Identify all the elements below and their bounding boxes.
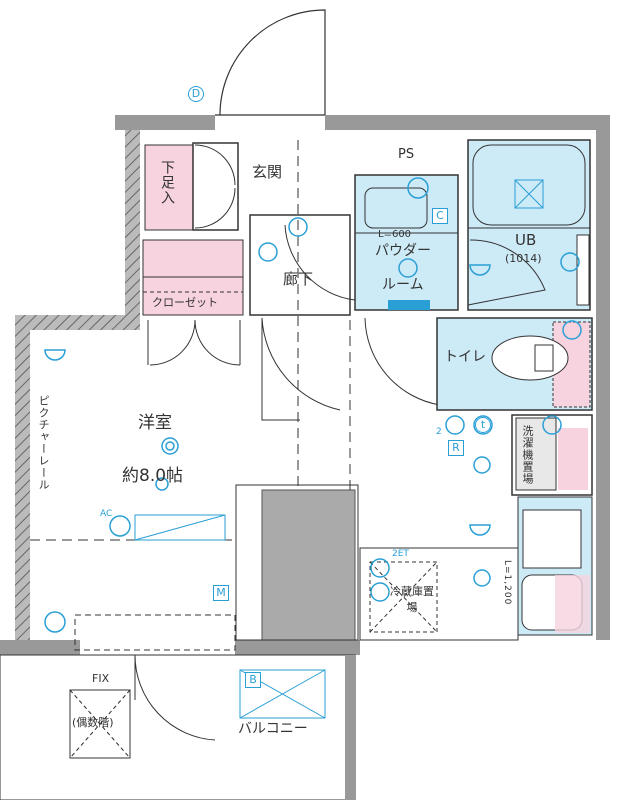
entrance-door [215, 9, 326, 116]
wall-left-lower [15, 315, 140, 330]
fixture-symbols [44, 177, 582, 633]
powder-room-label-1: パウダー [375, 243, 431, 259]
fridge-space-label: 冷蔵庫置場 [390, 585, 434, 614]
wall-top-right [325, 115, 610, 130]
western-room-label: 洋室 [138, 413, 172, 433]
even-floor-label: (偶数階) [72, 716, 114, 729]
wall-right [596, 115, 610, 640]
pipe-shaft [261, 489, 356, 641]
wall-left-upper [125, 130, 140, 320]
remote-symbol: R [448, 440, 464, 456]
door-symbol: D [188, 86, 204, 102]
unit-bath-size-label: (1014) [505, 252, 542, 265]
outlet-2et-label: 2ET [392, 549, 409, 559]
western-room-size-label: 約8.0帖 [122, 466, 184, 486]
vanity-length-label: L=600 [378, 229, 412, 240]
fix-window [69, 689, 131, 759]
kitchen-length-label: L=1,200 [502, 560, 512, 606]
wall-bottom-right [235, 640, 360, 655]
multimedia-symbol: M [213, 585, 229, 601]
powder-room [354, 174, 459, 311]
cabinet-symbol: C [432, 208, 448, 224]
fridge-space [369, 561, 438, 633]
entrance-label: 玄関 [252, 163, 283, 181]
unit-bath-label: UB [515, 231, 537, 249]
picture-rail-label: ピクチャーレール [37, 395, 50, 491]
wall-left [15, 315, 30, 640]
aircon-outdoor-unit [239, 669, 326, 719]
balcony-label: バルコニー [238, 721, 308, 737]
closet-label: クローゼット [152, 296, 218, 309]
aircon-outdoor-symbol: B [245, 672, 261, 688]
shoe-box-label: 下足入 [159, 160, 175, 205]
aircon-label: AC [100, 509, 113, 519]
toilet-label: トイレ [444, 349, 486, 365]
pipe-space-label: PS [398, 147, 415, 162]
phone-symbol: t [475, 417, 491, 433]
outlet-count-label: 2 [436, 427, 442, 437]
wall-top-left [115, 115, 215, 130]
hallway-label: 廊下 [283, 270, 314, 288]
washer-space-label: 洗濯機置場 [521, 425, 534, 485]
powder-room-label-2: ルーム [382, 277, 424, 293]
fix-window-label: FIX [92, 672, 110, 685]
wall-bottom [0, 640, 80, 655]
